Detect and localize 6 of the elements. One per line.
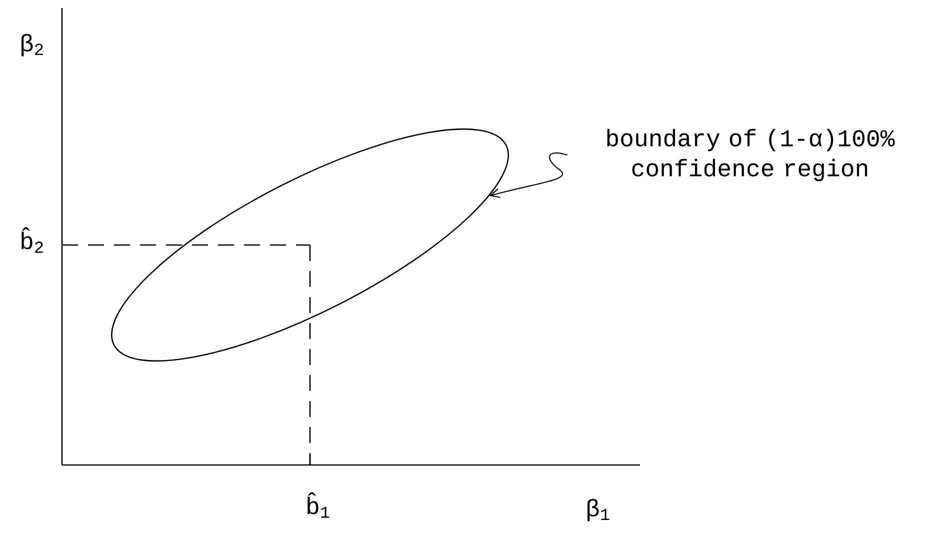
axis-label: β$_{1}$ bbox=[588, 498, 610, 522]
axis-label: β$_{2}$ bbox=[22, 34, 43, 56]
leader-line bbox=[489, 152, 568, 198]
axis-label: b̂$_{1}$ bbox=[308, 492, 330, 518]
callout-text: boundary of (1-α)100% confidence region bbox=[607, 128, 895, 182]
axis-label: b̂$_{2}$ bbox=[22, 227, 43, 253]
